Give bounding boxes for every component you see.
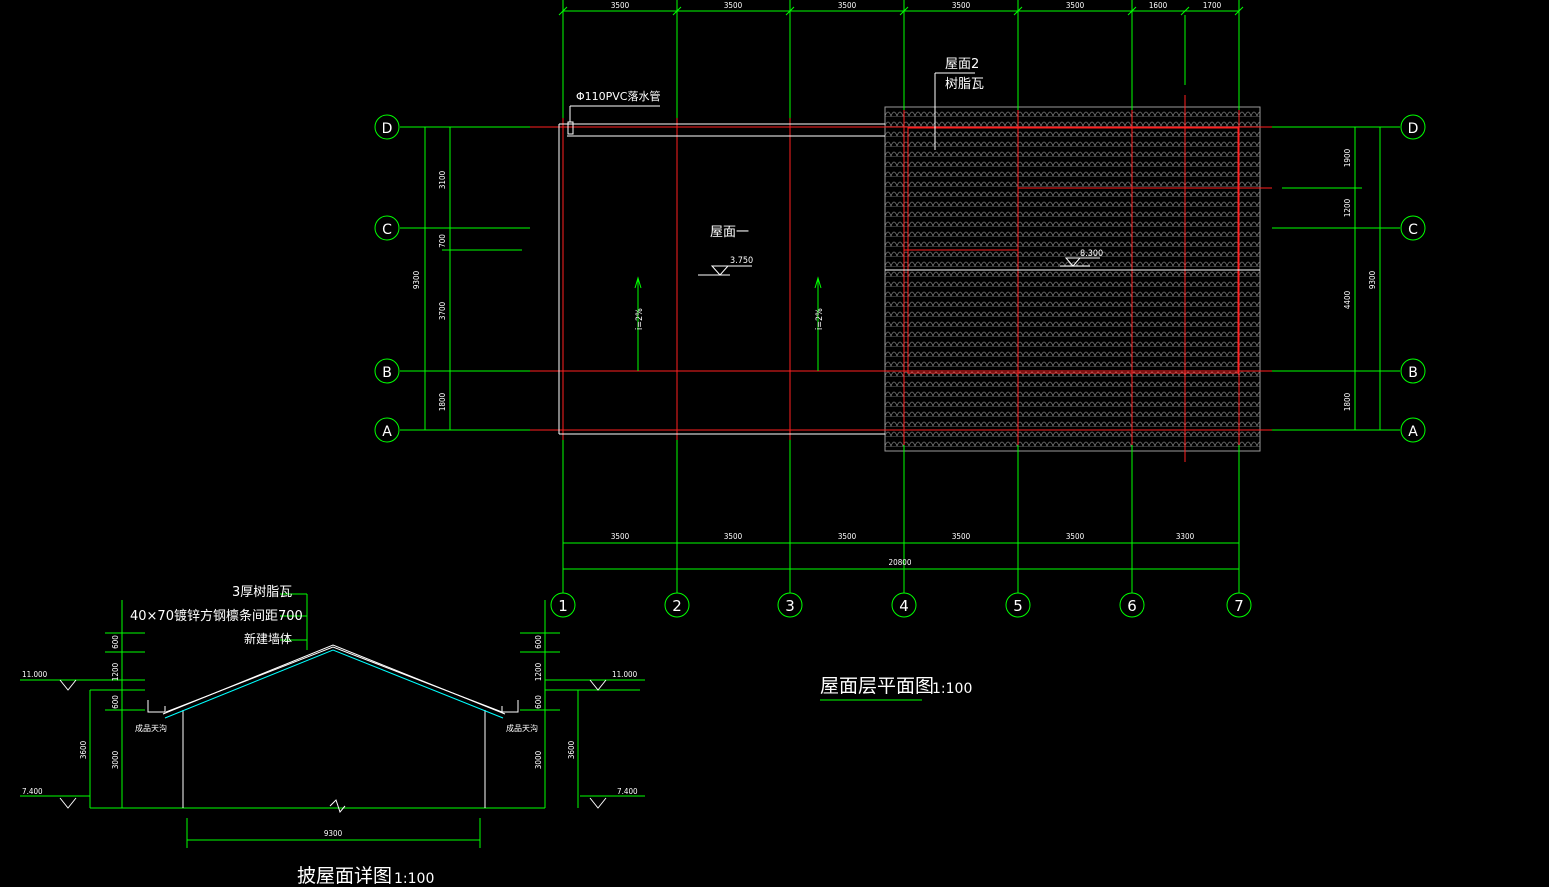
top-dim-1: 3500 xyxy=(611,1,630,10)
gutter-label-right: 成品天沟 xyxy=(506,723,538,733)
section-scale: 1:100 xyxy=(394,871,434,887)
beam-lines xyxy=(530,95,1272,462)
roof2-label: 屋面2 xyxy=(945,57,979,72)
axis-1: 1 xyxy=(558,597,568,615)
section-elev-bottom-left: 7.400 xyxy=(22,787,43,796)
section-right-dim-2: 1200 xyxy=(534,662,543,681)
left-total: 9300 xyxy=(412,270,421,289)
bottom-dim-6: 3300 xyxy=(1176,532,1195,541)
section-walls xyxy=(147,700,519,814)
bottom-dim-5: 3500 xyxy=(1066,532,1085,541)
left-dim-4: 1800 xyxy=(438,392,447,411)
axis-D-left: D xyxy=(382,121,393,137)
axis-A-right: A xyxy=(1408,424,1418,440)
top-dim-4: 3500 xyxy=(952,1,971,10)
section-note-2: 40×70镀锌方钢檩条间距700 xyxy=(130,608,303,624)
axis-2: 2 xyxy=(672,597,682,615)
gutter-label-left: 成品天沟 xyxy=(135,723,167,733)
right-dim-4: 1800 xyxy=(1343,392,1352,411)
axis-3: 3 xyxy=(785,597,795,615)
section-right-total: 3600 xyxy=(567,740,576,759)
axis-6: 6 xyxy=(1127,597,1137,615)
section-elev-top-left: 11.000 xyxy=(22,670,48,679)
axis-7: 7 xyxy=(1234,597,1244,615)
axis-B-left: B xyxy=(382,365,392,381)
left-dim-3: 3700 xyxy=(438,301,447,320)
slope-label-1: i=2% xyxy=(635,308,645,330)
top-dim-7: 1700 xyxy=(1203,1,1222,10)
bottom-dim-2: 3500 xyxy=(724,532,743,541)
axis-5: 5 xyxy=(1013,597,1023,615)
roof1-label: 屋面一 xyxy=(710,225,749,240)
left-dim-2: 700 xyxy=(438,234,447,248)
axis-4: 4 xyxy=(899,597,909,615)
axis-C-right: C xyxy=(1408,222,1418,238)
section-right-dim-3: 600 xyxy=(534,695,543,709)
right-dim-3: 4400 xyxy=(1343,290,1352,309)
slope-label-2: i=2% xyxy=(815,308,825,330)
bottom-dim-1: 3500 xyxy=(611,532,630,541)
section-right-dim-1: 600 xyxy=(534,635,543,649)
section-roof xyxy=(162,644,506,719)
right-dim-1: 1900 xyxy=(1343,148,1352,167)
top-dim-ticks xyxy=(558,6,1244,16)
bottom-dim-3: 3500 xyxy=(838,532,857,541)
axis-D-right: D xyxy=(1408,121,1419,137)
roof1-elevation: 3.750 xyxy=(730,256,753,266)
axis-B-right: B xyxy=(1408,365,1418,381)
section-width-dim: 9300 xyxy=(324,829,343,838)
top-dim-6: 1600 xyxy=(1149,1,1168,10)
row-grid-lines xyxy=(400,126,1400,431)
section-reference-lines xyxy=(20,593,645,848)
section-elev-bottom-right: 7.400 xyxy=(617,787,638,796)
plan-title: 屋面层平面图 xyxy=(820,675,934,697)
section-left-dim-2: 1200 xyxy=(111,662,120,681)
section-left-total: 3600 xyxy=(79,740,88,759)
top-dim-2: 3500 xyxy=(724,1,743,10)
section-elev-top-right: 11.000 xyxy=(612,670,638,679)
plan-scale: 1:100 xyxy=(932,681,972,697)
row-axis-bubbles xyxy=(374,114,1426,443)
section-left-dim-4: 3000 xyxy=(111,750,120,769)
column-axis-bubbles xyxy=(550,592,1252,618)
section-title: 披屋面详图 xyxy=(297,865,392,887)
right-total: 9300 xyxy=(1368,270,1377,289)
right-dim-2: 1200 xyxy=(1343,198,1352,217)
downpipe-label: Φ110PVC落水管 xyxy=(576,89,661,103)
total-dim: 20800 xyxy=(889,558,912,567)
section-elevation-markers xyxy=(59,679,607,809)
roof1-outline xyxy=(558,72,1260,435)
top-dim-5: 3500 xyxy=(1066,1,1085,10)
section-note-1: 3厚树脂瓦 xyxy=(232,585,292,600)
left-dim-1: 3100 xyxy=(438,170,447,189)
bottom-dimension-lines xyxy=(563,542,1239,570)
roof-section-detail: 3厚树脂瓦 40×70镀锌方钢檩条间距700 新建墙体 11.000 7.400… xyxy=(20,585,645,887)
bottom-dim-4: 3500 xyxy=(952,532,971,541)
section-right-dim-4: 3000 xyxy=(534,750,543,769)
axis-C-left: C xyxy=(382,222,392,238)
roof-plan: i=2% i=2% 3500 3500 3500 3500 3500 1600 … xyxy=(374,0,1426,701)
section-note-3: 新建墙体 xyxy=(244,631,292,646)
roof2-material: 树脂瓦 xyxy=(945,77,984,92)
slope-arrows xyxy=(634,276,822,371)
top-dim-3: 3500 xyxy=(838,1,857,10)
section-left-dim-1: 600 xyxy=(111,635,120,649)
section-left-dim-3: 600 xyxy=(111,695,120,709)
resin-tile-hatch xyxy=(884,106,1261,452)
axis-A-left: A xyxy=(382,424,392,440)
roof2-elevation: 8.300 xyxy=(1080,249,1103,259)
